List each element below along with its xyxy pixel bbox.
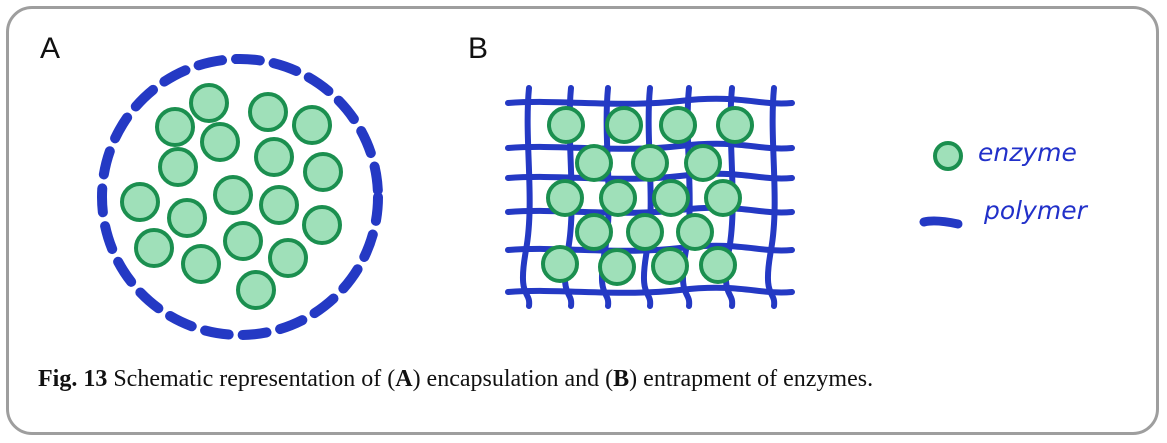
enzyme-circle <box>302 205 342 245</box>
enzyme-circle <box>933 141 963 171</box>
enzyme-circle <box>155 107 195 147</box>
enzyme-circle <box>684 144 722 182</box>
legend-enzyme-label: enzyme <box>978 138 1077 167</box>
enzyme-circle <box>223 221 263 261</box>
enzyme-circle <box>158 147 198 187</box>
legend-polymer-label: polymer <box>984 196 1087 225</box>
enzyme-circle <box>651 247 689 285</box>
entrapment-diagram <box>505 85 795 309</box>
polymer-strand-horizontal <box>505 140 795 152</box>
enzyme-circle <box>181 244 221 284</box>
caption-text-1: Schematic representation of ( <box>107 366 396 392</box>
figure-caption: Fig. 13 Schematic representation of (A) … <box>38 366 873 393</box>
enzyme-circle <box>631 144 669 182</box>
enzyme-circle <box>575 144 613 182</box>
enzyme-circle <box>200 122 240 162</box>
polymer-strand-vertical <box>765 85 778 309</box>
enzyme-circle <box>575 213 613 251</box>
caption-text-2: ) encapsulation and ( <box>412 366 614 392</box>
legend-polymer-swatch <box>919 216 963 229</box>
polymer-capsule-membrane <box>97 54 383 340</box>
enzyme-circle <box>605 106 643 144</box>
enzyme-circle <box>599 179 637 217</box>
enzyme-circle <box>704 179 742 217</box>
caption-ref-b: B <box>613 366 630 392</box>
enzyme-circle <box>167 198 207 238</box>
enzyme-circle <box>541 245 579 283</box>
enzyme-circle <box>659 106 697 144</box>
enzyme-circle <box>716 106 754 144</box>
caption-text-3: ) entrapment of enzymes. <box>629 366 874 392</box>
legend-marks <box>919 141 963 229</box>
polymer-strand-horizontal <box>505 284 795 296</box>
enzyme-circle <box>626 213 664 251</box>
caption-figure-number: Fig. 13 <box>38 366 108 392</box>
enzyme-circle <box>292 105 332 145</box>
enzyme-circle <box>303 152 343 192</box>
enzyme-circle <box>134 228 174 268</box>
polymer-strand-horizontal <box>505 95 795 107</box>
enzyme-circle <box>547 106 585 144</box>
polymer-strand-vertical <box>520 85 533 309</box>
polymer-strand-vertical <box>641 85 654 309</box>
enzyme-circle <box>236 270 276 310</box>
enzyme-circle <box>259 185 299 225</box>
enzyme-circle <box>598 248 636 286</box>
enzyme-circle <box>248 92 288 132</box>
panel-b-label: B <box>468 32 489 65</box>
enzyme-circle <box>254 137 294 177</box>
enzyme-circle <box>189 83 229 123</box>
enzyme-circle <box>268 238 308 278</box>
enzyme-circle <box>676 213 714 251</box>
polymer-strand-horizontal <box>505 170 795 182</box>
enzyme-circle <box>652 179 690 217</box>
enzyme-circle <box>699 246 737 284</box>
enzyme-circle <box>213 175 253 215</box>
enzyme-circle <box>546 179 584 217</box>
caption-ref-a: A <box>395 366 413 392</box>
enzyme-circle <box>120 182 160 222</box>
encapsulation-diagram <box>97 54 383 340</box>
panel-a-label: A <box>40 32 61 65</box>
